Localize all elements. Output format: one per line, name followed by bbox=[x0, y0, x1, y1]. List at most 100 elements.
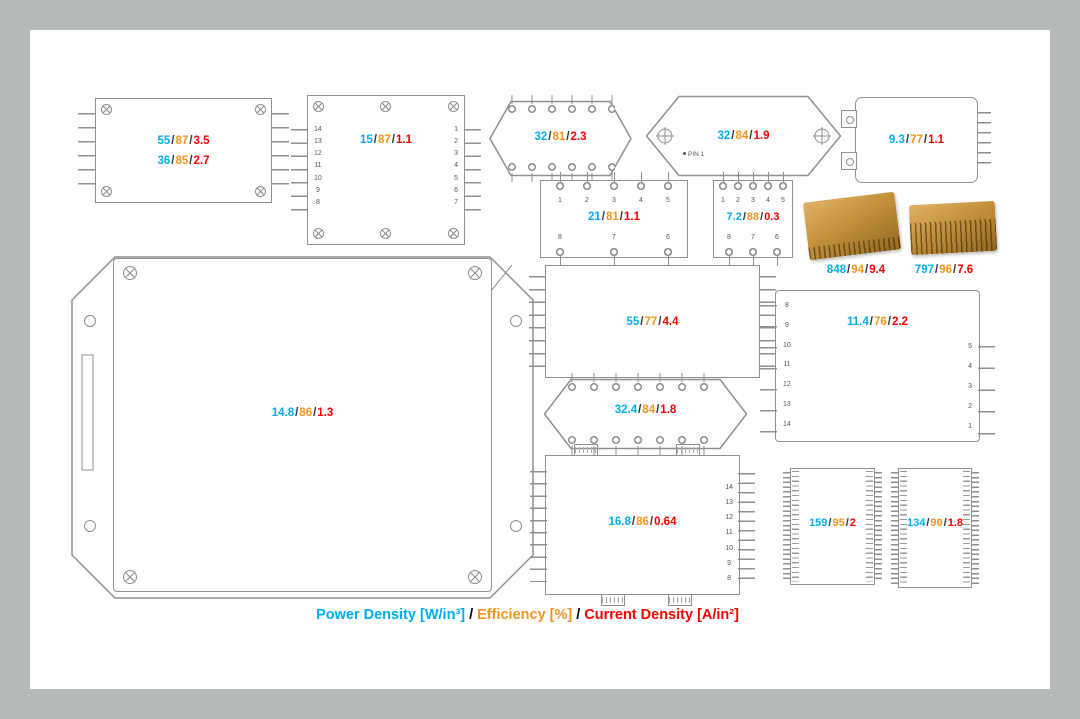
power-density-value: 7.2 bbox=[726, 211, 742, 223]
pin-comb-right bbox=[272, 113, 289, 185]
pin-stubs-bottom bbox=[567, 446, 721, 455]
pin-number: 2 bbox=[733, 172, 743, 204]
pin-number: 4 bbox=[634, 172, 648, 204]
pin-number: 2 bbox=[454, 138, 458, 146]
pin-number: 5 bbox=[661, 172, 675, 204]
power-density-value: 848 bbox=[826, 264, 846, 276]
efficiency-value: 95 bbox=[832, 517, 845, 529]
screw-icon bbox=[468, 570, 482, 584]
module-3-values: 32/81/2.3 bbox=[488, 131, 633, 145]
module-10-values: 14.8/86/1.3 bbox=[114, 407, 491, 421]
pin-number: 11 bbox=[314, 162, 322, 170]
current-density-value: 1.1 bbox=[928, 134, 945, 146]
efficiency-value: 87 bbox=[378, 134, 391, 146]
separator: / bbox=[601, 211, 605, 223]
pin-comb-right bbox=[971, 472, 979, 585]
current-density-value: 1.1 bbox=[396, 134, 412, 146]
pin-number: 14 bbox=[725, 484, 733, 491]
screw-icon bbox=[380, 101, 391, 112]
efficiency-value: 77 bbox=[910, 134, 923, 146]
pin-number: 1 bbox=[553, 172, 567, 204]
current-density-value: 0.64 bbox=[654, 516, 677, 528]
pin-number: 5 bbox=[778, 172, 788, 204]
separator: / bbox=[638, 404, 642, 416]
pin-number: 12 bbox=[314, 150, 322, 158]
module-7-values: 7.2/88/0.3 bbox=[714, 211, 792, 224]
separator: / bbox=[905, 134, 910, 146]
power-density-value: 797 bbox=[914, 264, 934, 276]
pin-number: 13 bbox=[725, 499, 733, 507]
separator: / bbox=[189, 135, 193, 147]
pin-comb-right bbox=[977, 112, 991, 164]
separator: / bbox=[658, 316, 662, 328]
current-density-value: 1.8 bbox=[947, 517, 964, 529]
efficiency-value: 81 bbox=[606, 211, 619, 223]
separator: / bbox=[864, 264, 869, 276]
legend-separator: / bbox=[469, 607, 474, 623]
pin-comb-left bbox=[530, 471, 547, 582]
efficiency-value: 86 bbox=[636, 516, 649, 528]
separator: / bbox=[934, 264, 939, 276]
module-9-values: 797/96/7.6 bbox=[888, 264, 1000, 278]
power-density-value: 32 bbox=[534, 131, 548, 143]
separator: / bbox=[760, 211, 764, 223]
separator: / bbox=[845, 517, 849, 529]
power-density-value: 21 bbox=[588, 211, 601, 223]
legend-separator: / bbox=[576, 607, 581, 623]
efficiency-value: 84 bbox=[735, 130, 749, 142]
module-3-outline: 32/81/2.3 bbox=[488, 95, 633, 182]
power-density-value: 14.8 bbox=[271, 407, 295, 419]
separator: / bbox=[566, 131, 570, 143]
pin-comb-left bbox=[783, 472, 791, 582]
current-density-value: 9.4 bbox=[869, 264, 886, 276]
current-density-value: 2 bbox=[849, 517, 856, 529]
separator: / bbox=[189, 155, 193, 167]
pin-tab-top bbox=[676, 444, 700, 456]
legend: Power Density [W/in³]/Efficiency [%]/Cur… bbox=[30, 607, 1025, 623]
module-16-values: 134/90/1.8 bbox=[899, 517, 971, 530]
pin-stubs-top bbox=[507, 95, 615, 104]
separator: / bbox=[731, 130, 735, 142]
module-11-values: 55/77/4.4 bbox=[546, 316, 759, 330]
module-16-outline: 134/90/1.8 bbox=[891, 468, 979, 588]
module-13-values: 11.4/76/2.2 bbox=[776, 316, 979, 330]
module-5-outline: 9.3/77/1.1 bbox=[841, 97, 991, 183]
module-10-body: 14.8/86/1.3 bbox=[113, 258, 492, 592]
pin-number: 8 bbox=[724, 234, 734, 266]
pin-number: 8 bbox=[553, 234, 567, 266]
pin-number: 7 bbox=[607, 234, 621, 266]
module-12-outline: 32.4/84/1.8 bbox=[543, 373, 748, 455]
pin-number: 3 bbox=[607, 172, 621, 204]
pin-comb-right bbox=[738, 473, 755, 579]
pin1-label: PIN 1 bbox=[683, 151, 704, 158]
screw-icon bbox=[380, 228, 391, 239]
pin-number: 8 bbox=[727, 574, 732, 582]
pin-number: 1 bbox=[968, 423, 972, 430]
power-density-value: 55 bbox=[626, 316, 640, 328]
pin-number: 9 bbox=[315, 186, 320, 194]
pin-number: 10 bbox=[314, 174, 322, 182]
mounting-tab bbox=[841, 110, 857, 128]
pin-stubs-top bbox=[567, 373, 721, 382]
power-density-value: 11.4 bbox=[847, 316, 869, 328]
pin-circles-bottom bbox=[567, 435, 721, 445]
chassis-hex-outline bbox=[645, 95, 842, 177]
power-density-value: 9.3 bbox=[888, 134, 905, 146]
pin-number: 10 bbox=[725, 544, 733, 552]
efficiency-value: 84 bbox=[642, 404, 656, 416]
power-density-value: 32 bbox=[717, 130, 731, 142]
pin-comb-left bbox=[891, 472, 899, 585]
module-4-outline: PIN 1 32/84/1.9 bbox=[645, 95, 842, 177]
pin-number: 11 bbox=[783, 361, 791, 369]
current-density-value: 2.3 bbox=[570, 131, 587, 143]
efficiency-value: 96 bbox=[939, 264, 952, 276]
module-15-outline: 159/95/2 bbox=[783, 468, 882, 585]
pin-circles-top bbox=[567, 382, 721, 392]
